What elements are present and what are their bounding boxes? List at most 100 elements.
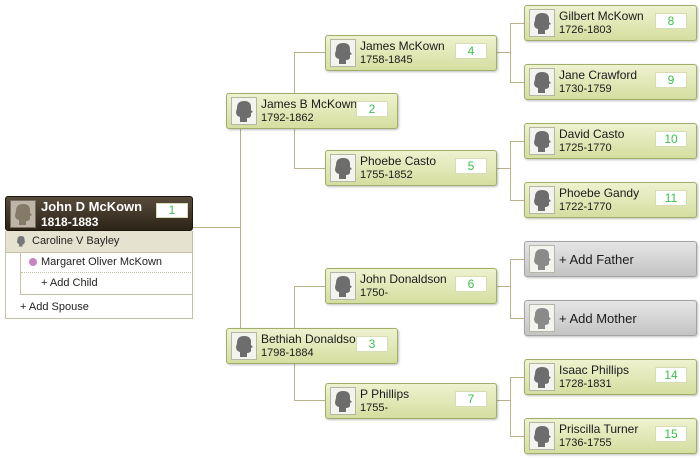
person-name: Bethiah Donaldson bbox=[261, 332, 363, 346]
person-dates: 1726-1803 bbox=[559, 24, 612, 36]
ahnentafel-number: 9 bbox=[655, 72, 687, 88]
add-mother-card[interactable]: + Add Mother bbox=[524, 300, 697, 336]
connector bbox=[193, 227, 241, 228]
root-name: John D McKown bbox=[41, 199, 143, 214]
connector bbox=[510, 200, 524, 201]
person-dates: 1730-1759 bbox=[559, 83, 612, 95]
person-dates: 1755-1852 bbox=[360, 169, 413, 181]
silhouette-portrait-icon bbox=[529, 186, 555, 214]
person-dates: 1725-1770 bbox=[559, 142, 612, 154]
add-father-card[interactable]: + Add Father bbox=[524, 241, 697, 277]
person-dates: 1798-1884 bbox=[261, 347, 314, 359]
silhouette-portrait-icon bbox=[330, 154, 356, 182]
ancestor-card[interactable]: John Donaldson 1750- 6 bbox=[325, 268, 497, 304]
root-person-card[interactable]: John D McKown 1818-1883 1 bbox=[5, 196, 193, 231]
child-name: Margaret Oliver McKown bbox=[41, 256, 163, 268]
silhouette-portrait-icon bbox=[529, 245, 555, 273]
silhouette-portrait-icon bbox=[529, 68, 555, 96]
add-father-label: + Add Father bbox=[559, 252, 634, 267]
person-dates: 1750- bbox=[360, 287, 389, 299]
ahnentafel-number: 3 bbox=[356, 336, 388, 352]
ahnentafel-number: 5 bbox=[455, 158, 487, 174]
person-name: Phoebe Casto bbox=[360, 154, 437, 168]
connector bbox=[510, 23, 524, 24]
connector bbox=[510, 377, 511, 436]
ahnentafel-number: 7 bbox=[455, 391, 487, 407]
connector bbox=[497, 52, 511, 53]
ahnentafel-number: 14 bbox=[655, 367, 687, 383]
child-row[interactable]: Margaret Oliver McKown bbox=[21, 252, 193, 273]
connector bbox=[497, 400, 511, 401]
person-dates: 1722-1770 bbox=[559, 201, 612, 213]
person-name: Gilbert McKown bbox=[559, 9, 644, 23]
person-name: David Casto bbox=[559, 127, 625, 141]
ancestor-card[interactable]: Phoebe Gandy 1722-1770 11 bbox=[524, 182, 697, 218]
family-panel: Caroline V Bayley Margaret Oliver McKown… bbox=[5, 231, 193, 319]
ahnentafel-number: 4 bbox=[455, 43, 487, 59]
silhouette-portrait-icon bbox=[231, 332, 257, 360]
connector bbox=[240, 128, 241, 328]
connector bbox=[294, 52, 325, 53]
ancestor-card[interactable]: P Phillips 1755- 7 bbox=[325, 383, 497, 419]
connector bbox=[294, 400, 325, 401]
connector bbox=[510, 141, 524, 142]
connector bbox=[510, 377, 524, 378]
ahnentafel-number: 8 bbox=[655, 13, 687, 29]
root-number: 1 bbox=[156, 203, 188, 218]
silhouette-portrait-icon bbox=[529, 422, 555, 450]
ancestor-card[interactable]: Jane Crawford 1730-1759 9 bbox=[524, 64, 697, 100]
add-mother-label: + Add Mother bbox=[559, 311, 637, 326]
connector bbox=[294, 286, 325, 287]
person-name: James B McKown bbox=[261, 97, 358, 111]
silhouette-portrait-icon bbox=[330, 387, 356, 415]
spouse-row[interactable]: Caroline V Bayley bbox=[6, 231, 192, 253]
ancestor-card[interactable]: David Casto 1725-1770 10 bbox=[524, 123, 697, 159]
person-name: John Donaldson bbox=[360, 272, 447, 286]
ahnentafel-number: 11 bbox=[655, 190, 687, 206]
person-dates: 1755- bbox=[360, 402, 389, 414]
silhouette-icon bbox=[17, 236, 26, 247]
root-dates: 1818-1883 bbox=[41, 215, 99, 229]
ancestor-card[interactable]: Gilbert McKown 1726-1803 8 bbox=[524, 5, 697, 41]
person-name: James McKown bbox=[360, 39, 445, 53]
ancestor-card[interactable]: Phoebe Casto 1755-1852 5 bbox=[325, 150, 497, 186]
ahnentafel-number: 15 bbox=[655, 426, 687, 442]
connector bbox=[510, 318, 524, 319]
connector bbox=[510, 259, 524, 260]
connector bbox=[510, 259, 511, 318]
ahnentafel-number: 10 bbox=[655, 131, 687, 147]
person-dates: 1792-1862 bbox=[261, 112, 314, 124]
silhouette-portrait-icon bbox=[529, 304, 555, 332]
person-name: Jane Crawford bbox=[559, 68, 638, 82]
ancestor-card[interactable]: Priscilla Turner 1736-1755 15 bbox=[524, 418, 697, 454]
person-dates: 1728-1831 bbox=[559, 378, 612, 390]
ancestor-card[interactable]: Isaac Phillips 1728-1831 14 bbox=[524, 359, 697, 395]
person-name: P Phillips bbox=[360, 387, 410, 401]
female-dot-icon bbox=[29, 258, 37, 266]
silhouette-portrait-icon bbox=[529, 127, 555, 155]
ahnentafel-number: 6 bbox=[455, 276, 487, 292]
connector bbox=[294, 168, 325, 169]
connector bbox=[497, 168, 511, 169]
connector bbox=[510, 23, 511, 82]
children-list: Margaret Oliver McKown + Add Child bbox=[20, 252, 193, 295]
person-name: Phoebe Gandy bbox=[559, 186, 640, 200]
person-name: Priscilla Turner bbox=[559, 422, 639, 436]
ancestor-card[interactable]: James B McKown 1792-1862 2 bbox=[226, 93, 398, 129]
ancestor-card[interactable]: James McKown 1758-1845 4 bbox=[325, 35, 497, 71]
spouse-name: Caroline V Bayley bbox=[32, 235, 120, 247]
connector bbox=[510, 436, 524, 437]
person-name: Isaac Phillips bbox=[559, 363, 630, 377]
silhouette-portrait-icon bbox=[330, 39, 356, 67]
silhouette-portrait-icon bbox=[231, 97, 257, 125]
add-spouse-button[interactable]: + Add Spouse bbox=[20, 301, 89, 313]
ancestor-card[interactable]: Bethiah Donaldson 1798-1884 3 bbox=[226, 328, 398, 364]
connector bbox=[510, 82, 524, 83]
add-child-button[interactable]: + Add Child bbox=[41, 277, 98, 289]
connector bbox=[497, 286, 511, 287]
silhouette-portrait-icon bbox=[330, 272, 356, 300]
connector bbox=[510, 141, 511, 200]
ahnentafel-number: 2 bbox=[356, 101, 388, 117]
person-dates: 1758-1845 bbox=[360, 54, 413, 66]
person-dates: 1736-1755 bbox=[559, 437, 612, 449]
